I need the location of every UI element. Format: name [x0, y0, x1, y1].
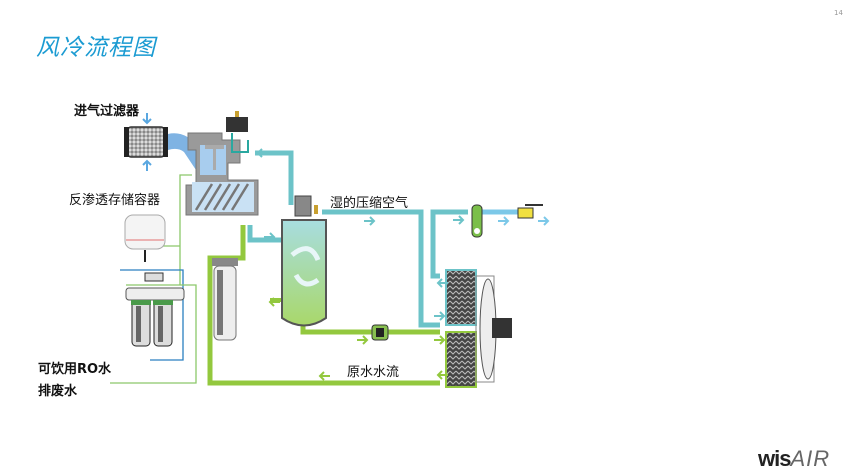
- page-number: 14: [834, 9, 843, 17]
- inlet-valve: [205, 145, 224, 170]
- waste-water-line: [110, 284, 197, 384]
- min-pressure-valve: [294, 195, 312, 217]
- label-ro-storage-tank: 反渗透存储容器: [69, 193, 161, 208]
- ball-valve[interactable]: [517, 204, 543, 219]
- fan-motor: [492, 318, 512, 338]
- slide-title: 风冷流程图: [36, 35, 156, 61]
- screw-rotors: [194, 183, 250, 211]
- ro-lines: [110, 174, 197, 384]
- flow-arrows: [256, 148, 550, 381]
- arrow-down-icon: [142, 113, 152, 125]
- logo-air: AIR: [790, 446, 831, 471]
- solenoid-valve: [226, 117, 248, 132]
- separator-tank: [281, 195, 327, 327]
- label-wet-compressed-air: 湿的压缩空气: [330, 196, 409, 211]
- label-waste-water: 排废水: [38, 384, 78, 399]
- wet-air-to-cooler-line: [322, 209, 440, 328]
- water-filter: [212, 258, 238, 341]
- label-raw-water-flow: 原水水流: [347, 365, 400, 380]
- ro-water-line: [120, 269, 184, 361]
- control-air-line: [255, 150, 294, 205]
- air-cooled-heat-exchanger: [445, 269, 512, 388]
- arrow-up-icon: [142, 159, 152, 171]
- logo-wis: wis: [758, 446, 791, 471]
- drain-trap: [371, 324, 389, 341]
- ro-storage-tank: [124, 214, 166, 262]
- moisture-separator: [471, 204, 483, 238]
- raw-water-return-line: [207, 225, 440, 386]
- ro-filter-unit: [125, 272, 185, 347]
- label-drinkable-ro-water: 可饮用RO水: [38, 362, 112, 377]
- air-compressor: [185, 111, 259, 216]
- swirl-icon: [290, 246, 321, 287]
- label-intake-filter: 进气过滤器: [74, 104, 140, 119]
- cooler-to-separator-line: [430, 209, 468, 279]
- wisair-logo: wisAIR: [758, 446, 830, 472]
